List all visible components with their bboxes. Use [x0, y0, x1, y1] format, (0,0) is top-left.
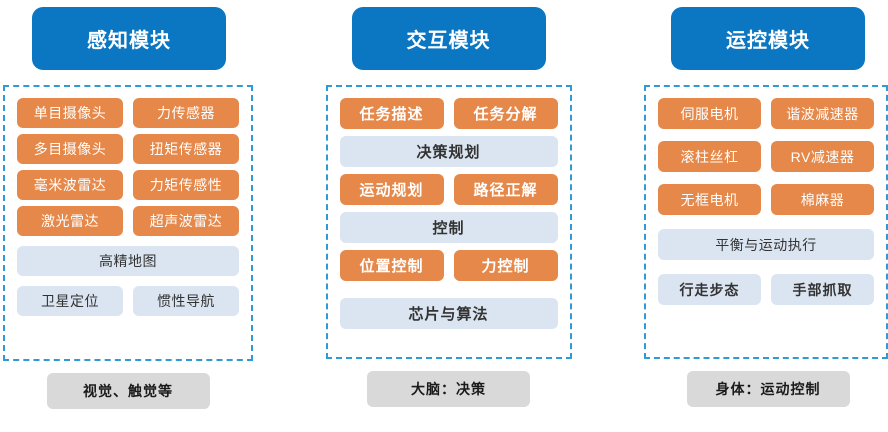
component-chip[interactable]: 手部抓取 — [771, 274, 874, 305]
component-row: 控制 — [339, 212, 558, 243]
component-chip[interactable]: 高精地图 — [17, 246, 239, 276]
component-chip[interactable]: 行走步态 — [658, 274, 761, 305]
module-header-pill[interactable]: 交互模块 — [351, 7, 546, 70]
component-row: 卫星定位惯性导航 — [17, 286, 239, 316]
component-chip[interactable]: 运动规划 — [339, 174, 444, 205]
component-row: 毫米波雷达力矩传感性 — [17, 170, 239, 200]
component-chip[interactable]: 决策规划 — [339, 136, 558, 167]
component-chip[interactable]: 无框电机 — [658, 184, 761, 215]
component-chip[interactable]: 棉麻器 — [771, 184, 874, 215]
component-row: 运动规划路径正解 — [339, 174, 558, 205]
module-footer-pill[interactable]: 大脑：决策 — [367, 371, 530, 407]
component-row: 激光雷达超声波雷达 — [17, 206, 239, 236]
component-chip[interactable]: 力控制 — [453, 250, 558, 281]
component-row: 决策规划 — [339, 136, 558, 167]
component-row: 位置控制力控制 — [339, 250, 558, 281]
component-row: 伺服电机谐波减速器 — [658, 98, 874, 129]
component-chip[interactable]: 路径正解 — [453, 174, 558, 205]
component-chip[interactable]: 任务描述 — [339, 98, 444, 129]
component-chip[interactable]: RV减速器 — [771, 141, 874, 172]
component-chip[interactable]: 卫星定位 — [17, 286, 123, 316]
component-chip[interactable]: 平衡与运动执行 — [658, 229, 874, 260]
component-chip[interactable]: 超声波雷达 — [133, 206, 239, 236]
module-footer-pill[interactable]: 身体：运动控制 — [686, 371, 850, 407]
component-chip[interactable]: 毫米波雷达 — [17, 170, 123, 200]
module-column-1: 交互模块任务描述任务分解决策规划运动规划路径正解控制位置控制力控制芯片与算法大脑… — [325, 0, 572, 407]
component-row: 无框电机棉麻器 — [658, 184, 874, 215]
component-chip[interactable]: 力传感器 — [133, 98, 239, 128]
component-chip[interactable]: 多目摄像头 — [17, 134, 123, 164]
component-chip[interactable]: 控制 — [339, 212, 558, 243]
component-row: 高精地图 — [17, 246, 239, 276]
component-chip[interactable]: 伺服电机 — [658, 98, 761, 129]
component-chip[interactable]: 谐波减速器 — [771, 98, 874, 129]
component-chip[interactable]: 激光雷达 — [17, 206, 123, 236]
component-chip[interactable]: 位置控制 — [339, 250, 444, 281]
module-footer-pill[interactable]: 视觉、触觉等 — [46, 373, 210, 409]
module-header-pill[interactable]: 感知模块 — [32, 7, 226, 70]
module-column-0: 感知模块单目摄像头力传感器多目摄像头扭矩传感器毫米波雷达力矩传感性激光雷达超声波… — [3, 0, 253, 409]
component-row: 平衡与运动执行 — [658, 229, 874, 260]
module-header-pill[interactable]: 运控模块 — [671, 7, 865, 70]
module-dashed-container: 任务描述任务分解决策规划运动规划路径正解控制位置控制力控制芯片与算法 — [325, 85, 572, 359]
component-chip[interactable]: 芯片与算法 — [339, 298, 558, 329]
component-chip[interactable]: 任务分解 — [453, 98, 558, 129]
component-row: 滚柱丝杠 RV减速器 — [658, 141, 874, 172]
component-row: 单目摄像头力传感器 — [17, 98, 239, 128]
component-row: 芯片与算法 — [339, 298, 558, 329]
component-row: 多目摄像头扭矩传感器 — [17, 134, 239, 164]
component-chip[interactable]: 力矩传感性 — [133, 170, 239, 200]
module-dashed-container: 单目摄像头力传感器多目摄像头扭矩传感器毫米波雷达力矩传感性激光雷达超声波雷达高精… — [3, 85, 253, 361]
component-row: 任务描述任务分解 — [339, 98, 558, 129]
component-chip[interactable]: 单目摄像头 — [17, 98, 123, 128]
component-chip[interactable]: 滚柱丝杠 — [658, 141, 761, 172]
component-chip[interactable]: 惯性导航 — [133, 286, 239, 316]
component-chip[interactable]: 扭矩传感器 — [133, 134, 239, 164]
component-row: 行走步态手部抓取 — [658, 274, 874, 305]
